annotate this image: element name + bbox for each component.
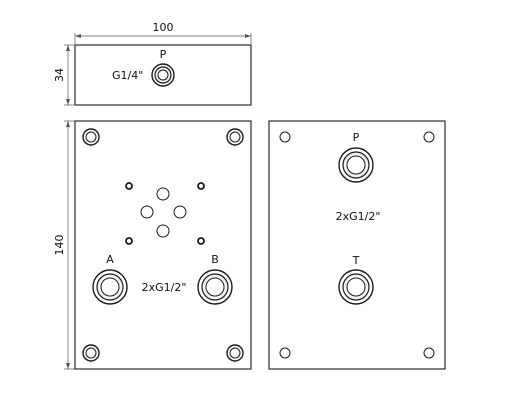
top-height-arrow-top [66,45,70,51]
locating-pin-tr [197,182,205,190]
left-mount-hole-tl [82,128,100,146]
locating-pin-tl [125,182,133,190]
left-thread-label: 2xG1/2" [142,281,187,294]
right-mount-hole-bl [279,347,291,359]
left-mount-hole-tr [226,128,244,146]
interface-port-top [156,187,170,201]
top-height-label: 34 [53,68,66,82]
right-mount-hole-br [423,347,435,359]
port-t-label: T [352,254,360,267]
right-mount-hole-tr [423,131,435,143]
port-p [338,147,374,183]
port-t [338,269,374,305]
interface-port-bottom [156,224,170,238]
port-b-label: B [211,253,219,266]
top-height-dimension: 34 [53,44,75,106]
top-port-p-label: P [160,48,167,61]
port-p-label: P [353,131,360,144]
interface-port-left [140,205,154,219]
main-height-arrow-top [66,121,70,127]
top-thread-label: G1/4" [112,69,143,82]
main-height-label: 140 [53,235,66,256]
top-height-arrow-bottom [66,99,70,105]
locating-pin-br [197,237,205,245]
right-plate: P 2xG1/2" T [268,120,446,370]
port-a [92,269,128,305]
left-plate: A B 2xG1/2" [74,120,252,370]
right-thread-label: 2xG1/2" [336,210,381,223]
width-dimension-label: 100 [153,21,174,34]
left-plate-outline [74,120,252,370]
width-arrow-left [75,34,81,38]
port-a-label: A [106,253,114,266]
width-arrow-right [245,34,251,38]
locating-pin-bl [125,237,133,245]
top-plate: P G1/4" [74,44,252,106]
left-mount-hole-br [226,344,244,362]
port-b [197,269,233,305]
main-height-dimension: 140 [53,120,75,370]
interface-port-right [173,205,187,219]
width-dimension: 100 [74,21,252,44]
left-mount-hole-bl [82,344,100,362]
top-port-p [151,63,175,87]
main-height-arrow-bottom [66,363,70,369]
right-mount-hole-tl [279,131,291,143]
